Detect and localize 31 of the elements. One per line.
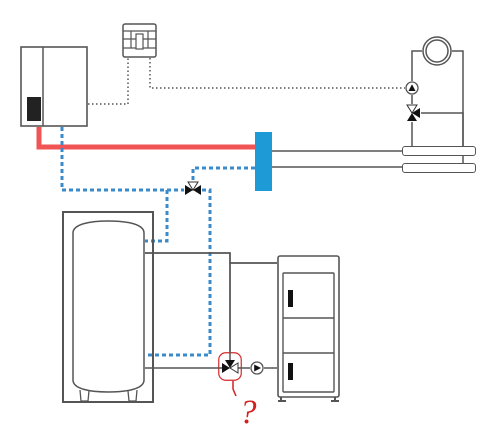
leader-line bbox=[232, 381, 237, 396]
control-unit bbox=[122, 23, 157, 58]
pipe bbox=[145, 188, 212, 356]
pipe bbox=[411, 122, 413, 146]
control-wire bbox=[88, 58, 129, 105]
pipe bbox=[192, 166, 255, 181]
pipe bbox=[272, 166, 402, 168]
pipe bbox=[462, 156, 464, 163]
pipe bbox=[421, 112, 464, 146]
ring-symbol bbox=[422, 36, 452, 66]
pipe bbox=[411, 95, 413, 104]
wall-boiler bbox=[20, 46, 88, 127]
tank-housing bbox=[62, 211, 154, 403]
storage-tank bbox=[72, 220, 145, 401]
pipe bbox=[36, 127, 255, 150]
pipe bbox=[272, 150, 402, 152]
question-mark: ? bbox=[236, 396, 260, 440]
manifold-bar bbox=[402, 146, 476, 156]
floor-boiler bbox=[277, 255, 340, 403]
pipe bbox=[145, 367, 218, 369]
circled-valve bbox=[218, 352, 242, 381]
pipe bbox=[242, 367, 250, 369]
manifold-bar bbox=[402, 163, 476, 173]
pipe bbox=[60, 127, 168, 242]
control-wire bbox=[149, 58, 405, 89]
pipe bbox=[411, 50, 422, 81]
pipe bbox=[145, 252, 277, 264]
separator-block bbox=[255, 132, 272, 191]
pipe bbox=[264, 367, 277, 369]
pump-symbol bbox=[405, 81, 419, 95]
pump-symbol bbox=[250, 361, 264, 375]
